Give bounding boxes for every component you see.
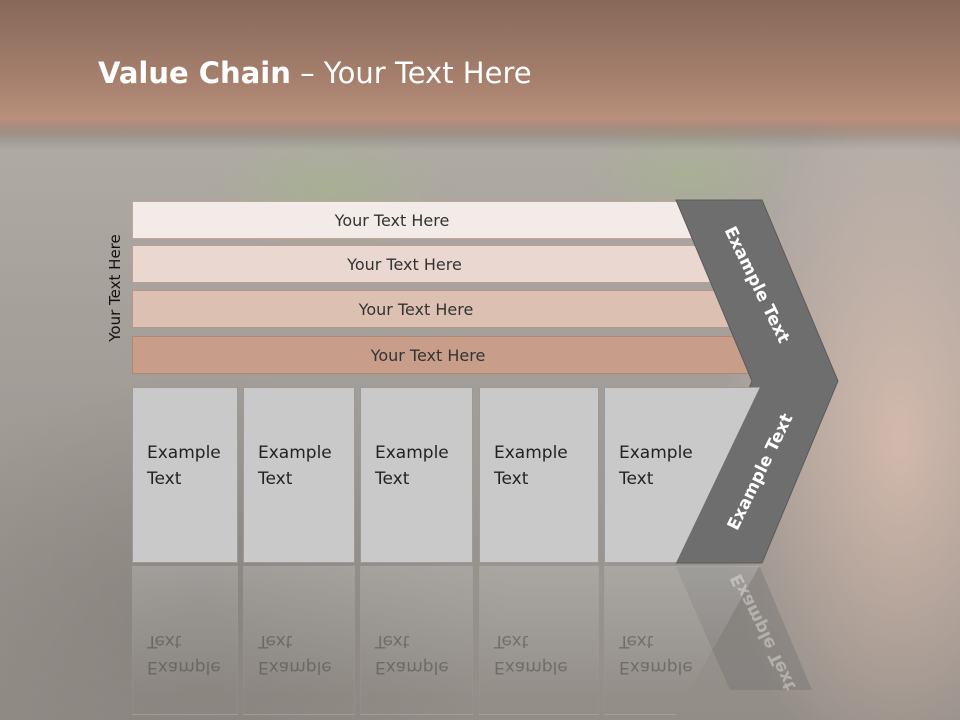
reflection-text: Text: [258, 631, 293, 651]
title-band: [0, 0, 960, 140]
box-text-line2: Text: [494, 469, 529, 489]
reflection-text: Text: [494, 631, 529, 651]
box-text-line2: Text: [147, 469, 182, 489]
chain-bar-2[interactable]: Your Text Here: [132, 245, 717, 283]
reflection-text: Example: [494, 657, 568, 677]
box-text-line1: Example: [375, 443, 449, 463]
box-text-line1: Example: [619, 443, 693, 463]
box-text-line1: Example: [258, 443, 332, 463]
box-reflection-2: Example Text: [243, 565, 355, 715]
title-bold: Value Chain: [98, 56, 291, 90]
box-text-line1: Example: [147, 443, 221, 463]
box-text-line2: Text: [619, 469, 654, 489]
chain-bar-label: Your Text Here: [358, 299, 474, 319]
chain-bar-label: Your Text Here: [370, 345, 486, 365]
reflection-text: Example: [258, 657, 332, 677]
chain-bar-label: Your Text Here: [334, 210, 450, 230]
box-text-line1: Example: [494, 443, 568, 463]
reflection-text: Example: [375, 657, 449, 677]
box-text-line2: Text: [375, 469, 410, 489]
box-text-line2: Text: [258, 469, 293, 489]
chain-bar-3[interactable]: Your Text Here: [132, 290, 740, 328]
box-reflection-1: Example Text: [132, 565, 238, 715]
reflection-text: Text: [147, 631, 182, 651]
reflection-text: Text: [619, 631, 654, 651]
title-rest: – Your Text Here: [290, 56, 532, 90]
reflection-text: Example: [147, 657, 221, 677]
slide-title[interactable]: Value Chain – Your Text Here: [98, 56, 532, 90]
reflection-text: Example: [619, 657, 693, 677]
box-reflection-4: Example Text: [479, 565, 599, 715]
chain-bar-1[interactable]: Your Text Here: [132, 201, 692, 239]
chain-bar-label: Your Text Here: [347, 254, 462, 274]
chain-bar-4[interactable]: Your Text Here: [132, 336, 764, 374]
box-reflection-3: Example Text: [360, 565, 473, 715]
reflection-text: Text: [375, 631, 410, 651]
